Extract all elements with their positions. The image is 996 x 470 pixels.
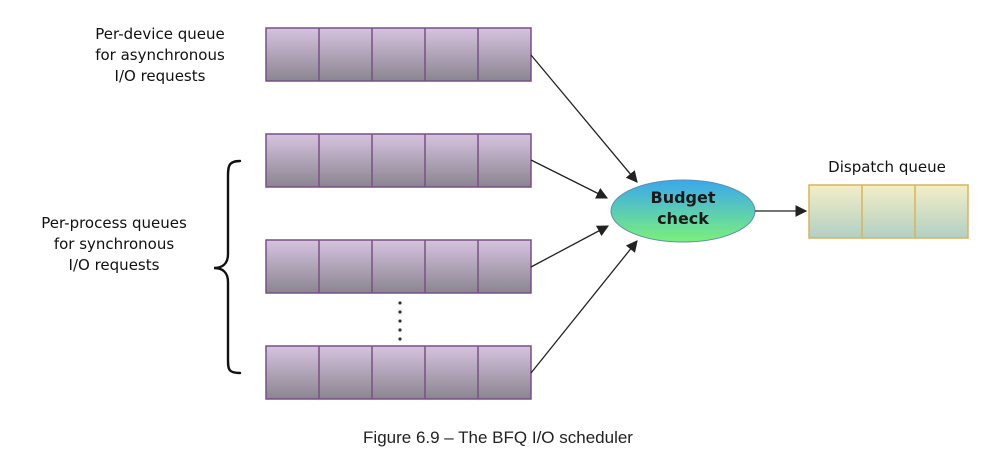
sync-queues-label: Per-process queues for synchronous I/O r… — [41, 214, 187, 274]
dispatch-queue — [808, 184, 969, 239]
arrow-sync-1 — [530, 159, 609, 199]
sync-queue-2 — [265, 239, 532, 294]
input-arrows — [530, 54, 638, 374]
dispatch-queue-label: Dispatch queue — [828, 158, 946, 176]
async-queue-label: Per-device queue for asynchronous I/O re… — [95, 25, 225, 85]
arrow-sync-2 — [530, 225, 610, 268]
arrow-async — [530, 54, 638, 183]
sync-queues-brace — [213, 159, 242, 375]
sync-queue-3 — [265, 345, 532, 400]
budget-check-label: Budget check — [650, 188, 716, 228]
async-queue — [265, 27, 532, 82]
more-queues-dots — [398, 301, 402, 341]
sync-queue-1 — [265, 133, 532, 188]
figure-caption: Figure 6.9 – The BFQ I/O scheduler — [363, 428, 633, 447]
arrow-sync-3 — [530, 240, 638, 374]
